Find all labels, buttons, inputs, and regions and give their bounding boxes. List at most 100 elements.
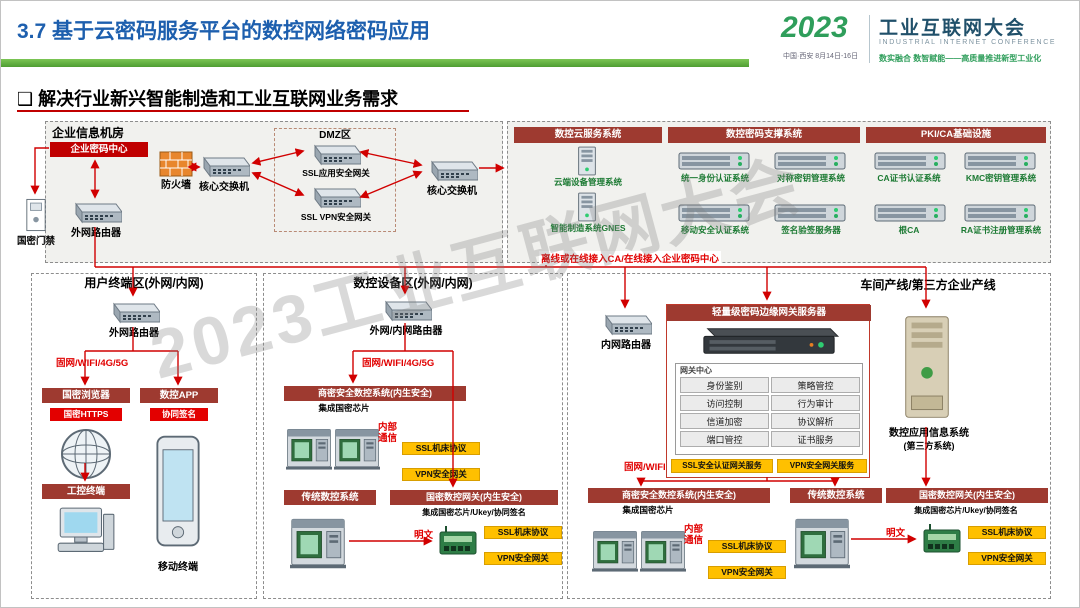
router-icon xyxy=(600,312,652,338)
phone-icon xyxy=(148,426,208,556)
rack-server-icon xyxy=(964,202,1036,224)
conference-logo: 2023 中国·西安 8月14日-16日 工业互联网大会 INDUSTRIAL … xyxy=(781,11,1077,81)
gateway-center-label: 网关中心 xyxy=(680,366,712,375)
plaintext-label: 明文 xyxy=(414,530,434,541)
industrial-terminal-header: 工控终端 xyxy=(42,484,130,499)
external-router-label: 外网路由器 xyxy=(71,228,121,239)
system-label: RA证书注册管理系统 xyxy=(960,225,1042,235)
cnc-machine-icon xyxy=(640,522,686,578)
crypto-support-header: 数控密码支撑系统 xyxy=(668,127,860,143)
device-zone-title: 数控设备区(外网/内网) xyxy=(353,276,473,290)
chip-ukey-label: 集成国密芯片/Ukey/协同签名 xyxy=(422,508,526,517)
gateway-function: 证书服务 xyxy=(771,431,860,447)
pki-header: PKI/CA基础设施 xyxy=(866,127,1046,143)
logo-name: 工业互联网大会 xyxy=(879,18,1027,39)
access-note: 离线或在线接入CA/在线接入企业密码中心 xyxy=(539,251,721,265)
sm-browser-header: 国密浏览器 xyxy=(42,388,130,403)
gateway-device-icon xyxy=(920,522,964,558)
user-zone-title: 用户终端区(外网/内网) xyxy=(84,276,204,290)
rack-server-icon xyxy=(874,150,946,172)
rack-server-icon xyxy=(774,150,846,172)
ssl-protocol-pill: SSL机床协议 xyxy=(484,526,562,539)
rack-server-icon xyxy=(964,150,1036,172)
firewall-label: 防火墙 xyxy=(161,180,191,191)
system-label: 对称密钥管理系统 xyxy=(776,173,845,183)
enterprise-room-panel: 企业信息机房 企业密码中心 防火墙 核心交换机 DMZ区 SSL应用安全网关 S… xyxy=(45,121,503,263)
page-title: 3.7 基于云密码服务平台的数控网络密码应用 xyxy=(17,20,431,43)
door-access-icon xyxy=(25,197,47,233)
router-icon xyxy=(380,298,432,324)
info-system-sublabel: (第三方系统) xyxy=(903,441,955,451)
system-label: 根CA xyxy=(898,225,920,235)
mobile-terminal-label: 移动终端 xyxy=(158,562,198,573)
vpn-gateway-pill: VPN安全网关 xyxy=(484,552,562,565)
vpn-gateway-pill: VPN安全网关 xyxy=(968,552,1046,565)
router-label: 外网路由器 xyxy=(109,328,159,339)
gateway-function: 端口管控 xyxy=(680,431,769,447)
router-icon xyxy=(108,300,160,326)
edge-gateway-box: 轻量级密码边缘网关服务器 网关中心 身份鉴别 策略管控 访问控制 行为审计 信道… xyxy=(666,304,871,478)
firewall-icon xyxy=(158,148,194,178)
logo-venue: 中国·西安 8月14日-16日 xyxy=(783,53,859,60)
gateway-function: 协议解析 xyxy=(771,413,860,429)
logo-slogan: 数实融合 数智赋能——高质量推进新型工业化 xyxy=(879,54,1042,63)
info-system-server-icon xyxy=(898,312,956,424)
network-type-label: 固网/WIFI/4G/5G xyxy=(56,358,129,369)
system-label: KMC密钥管理系统 xyxy=(965,173,1037,183)
cnc-machine-icon xyxy=(794,510,850,574)
vpn-gateway-pill: VPN安全网关 xyxy=(708,566,786,579)
core-switch-right-icon xyxy=(426,158,478,184)
cnc-app-header: 数控APP xyxy=(140,388,218,403)
globe-icon xyxy=(58,426,114,482)
gateway-center-box: 网关中心 身份鉴别 策略管控 访问控制 行为审计 信道加密 协议解析 端口管控 … xyxy=(675,363,863,455)
network-type-label: 固网/WIFI xyxy=(624,462,666,473)
gateway-function: 身份鉴别 xyxy=(680,377,769,393)
server-tower-icon xyxy=(574,146,600,176)
legacy-cnc-header: 传统数控系统 xyxy=(284,490,376,505)
router-label: 内网路由器 xyxy=(601,340,651,351)
gateway-function: 访问控制 xyxy=(680,395,769,411)
secure-cnc-header: 商密安全数控系统(内生安全) xyxy=(284,386,466,401)
gateway-function-grid: 身份鉴别 策略管控 访问控制 行为审计 信道加密 协议解析 端口管控 证书服务 xyxy=(680,377,860,447)
cnc-machine-icon xyxy=(286,420,332,476)
chip-label: 集成国密芯片 xyxy=(622,505,674,515)
external-router-icon xyxy=(70,200,122,226)
pc-icon xyxy=(52,506,118,568)
edge-server-icon xyxy=(693,325,845,359)
gateway-function: 信道加密 xyxy=(680,413,769,429)
system-label: 移动安全认证系统 xyxy=(680,225,749,235)
subtitle-underline xyxy=(17,110,469,112)
section-subtitle: ❑ 解决行业新兴智能制造和工业互联网业务需求 xyxy=(17,89,399,109)
router-label: 外网/内网路由器 xyxy=(369,326,443,337)
system-label: 签名验签服务器 xyxy=(781,225,841,235)
sm-gateway-header: 国密数控网关(内生安全) xyxy=(390,490,558,505)
gateway-function: 行为审计 xyxy=(771,395,860,411)
user-terminal-zone: 用户终端区(外网/内网) 外网路由器 固网/WIFI/4G/5G 国密浏览器 国… xyxy=(31,273,257,599)
chip-label: 集成国密芯片 xyxy=(318,403,370,413)
crypto-center-label: 企业密码中心 xyxy=(50,142,148,157)
sm-https-badge: 国密HTTPS xyxy=(50,408,122,421)
gateway-function: 策略管控 xyxy=(771,377,860,393)
ssl-auth-service-pill: SSL安全认证网关服务 xyxy=(671,459,773,473)
ssl-app-gateway-icon xyxy=(309,142,361,168)
core-switch-left-icon xyxy=(198,154,250,180)
sm-gateway-header: 国密数控网关(内生安全) xyxy=(886,488,1048,503)
plaintext-label: 明文 xyxy=(886,528,906,539)
dmz-box: DMZ区 SSL应用安全网关 SSL VPN安全网关 xyxy=(274,128,396,232)
internal-comm-label: 内部通信 xyxy=(378,422,398,445)
cnc-device-zone: 数控设备区(外网/内网) 外网/内网路由器 固网/WIFI/4G/5G 商密安全… xyxy=(263,273,563,599)
cloud-system-header: 数控云服务系统 xyxy=(514,127,662,143)
rack-server-icon xyxy=(874,202,946,224)
ssl-vpn-gateway-label: SSL VPN安全网关 xyxy=(300,212,372,222)
system-label: 智能制造系统GNES xyxy=(550,223,626,233)
cnc-machine-icon xyxy=(592,522,638,578)
chip-ukey-label: 集成国密芯片/Ukey/协同签名 xyxy=(914,506,1018,515)
vpn-gateway-pill: VPN安全网关 xyxy=(402,468,480,481)
workshop-zone-title: 车间产线/第三方企业产线 xyxy=(860,278,996,292)
rack-server-icon xyxy=(678,202,750,224)
logo-divider xyxy=(869,15,870,63)
secure-cnc-header: 商密安全数控系统(内生安全) xyxy=(588,488,770,503)
green-accent-bar xyxy=(1,59,749,67)
rack-server-icon xyxy=(774,202,846,224)
